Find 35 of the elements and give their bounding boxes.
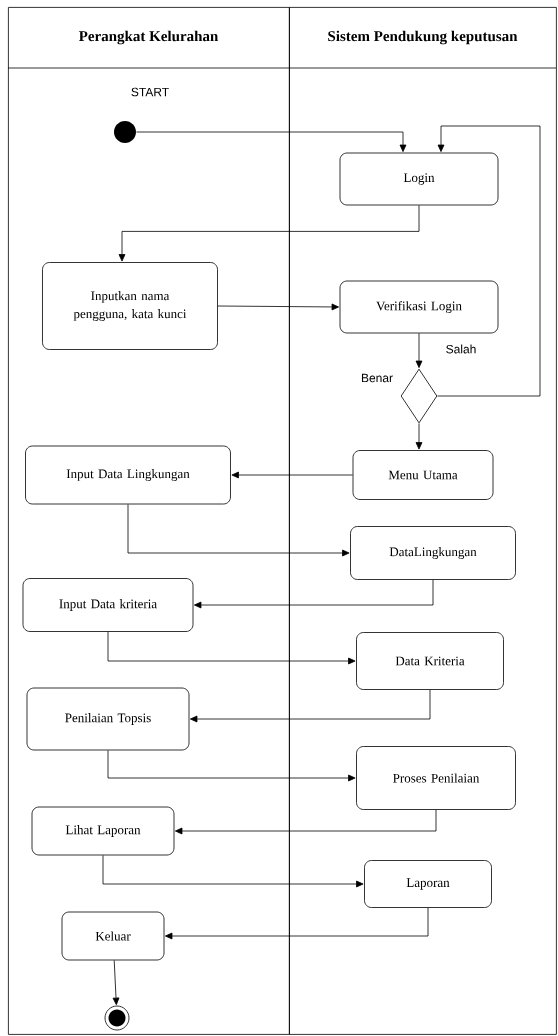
edge-label: Salah — [444, 343, 478, 355]
arrow — [107, 631, 356, 665]
arrow — [102, 855, 364, 888]
end-node — [104, 1005, 130, 1031]
arrow — [231, 471, 353, 479]
arrow — [127, 504, 350, 557]
activity-box: Menu Utama — [352, 450, 494, 500]
activity-box: Penilaian Topsis — [26, 687, 190, 751]
activity-box: Lihat Laporan — [31, 806, 175, 856]
arrow — [112, 960, 120, 1006]
activity-box: Verifikasi Login — [339, 280, 499, 334]
arrow — [118, 205, 420, 262]
arrow — [415, 333, 423, 368]
arrow — [107, 750, 356, 782]
activity-box: Input Data Lingkungan — [25, 445, 231, 505]
edge-label: Benar — [360, 372, 394, 384]
start-node — [114, 121, 136, 143]
activity-box: Login — [339, 152, 499, 206]
arrow — [175, 809, 437, 835]
activity-box: Inputkan nama pengguna, kata kunci — [42, 262, 218, 350]
arrow — [136, 131, 407, 152]
arrow — [165, 907, 429, 940]
arrow — [217, 303, 339, 311]
arrow — [194, 579, 434, 609]
node-caption: START — [131, 87, 169, 97]
arrow — [190, 689, 431, 723]
activity-box: Laporan — [364, 860, 492, 908]
activity-box: Keluar — [61, 911, 165, 961]
decision-diamond — [400, 368, 438, 424]
activity-box: Input Data kriteria — [22, 578, 194, 632]
arrow — [437, 125, 541, 397]
activity-box: Data Kriteria — [356, 632, 504, 690]
activity-box: Proses Penilaian — [356, 746, 516, 810]
activity-box: DataLingkungan — [350, 526, 516, 580]
arrow — [415, 423, 423, 450]
